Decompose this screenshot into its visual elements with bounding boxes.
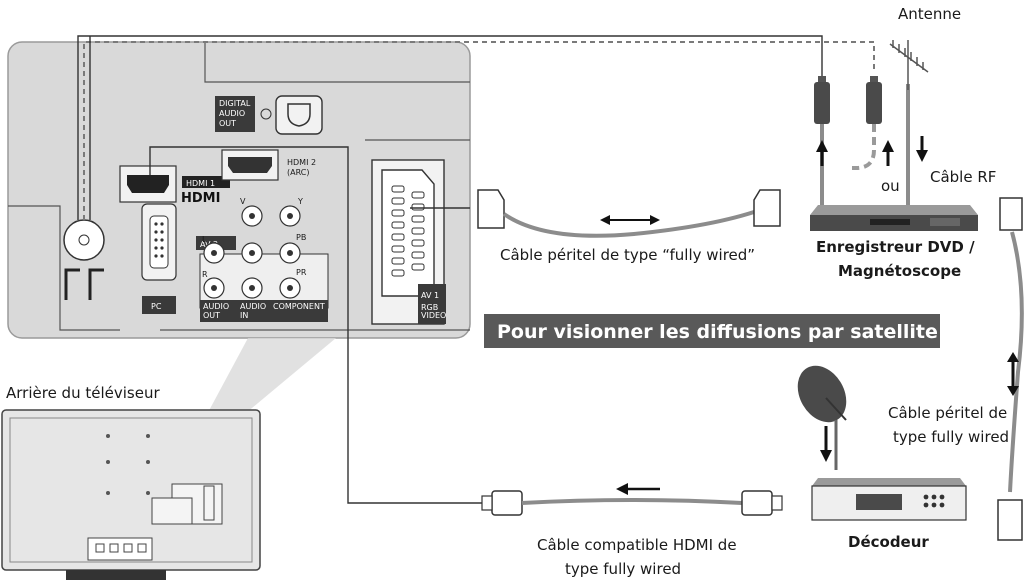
hdmi-logo: HDMI [181,191,220,206]
svg-text:AUDIO: AUDIO [219,109,245,118]
scart-cable-right-label-2: type fully wired [893,428,1009,446]
antenna-socket [63,219,105,261]
satellite-banner-text: Pour visionner les diffusions par satell… [497,321,938,343]
svg-text:VIDEO: VIDEO [421,311,446,320]
svg-text:R: R [202,270,208,279]
tv-rear-label: Arrière du téléviseur [6,384,160,402]
antenna-label: Antenne [898,5,961,23]
hdmi-cable-bottom [481,483,783,516]
svg-text:Y: Y [297,197,303,206]
satellite-banner [484,314,940,348]
svg-text:L: L [202,235,207,244]
digital-audio-label: DIGITAL [219,99,251,108]
rear-panel-zoom: DIGITAL AUDIO OUT HDMI 1 HDMI HDMI 2 (AR… [7,41,471,339]
dvd-recorder-label-2: Magnétoscope [838,262,961,280]
svg-text:(ARC): (ARC) [287,168,309,177]
or-label: ou [881,177,900,195]
svg-text:IN: IN [240,311,248,320]
antenna-icon [889,40,929,90]
antenna-cable-dashed [83,41,875,220]
tv-rear-icon [1,409,261,580]
audio-out-label: AUDIO [203,302,229,311]
scart-cable-top-label: Câble péritel de type “fully wired” [500,246,755,264]
svg-text:OUT: OUT [219,119,236,128]
component-label: COMPONENT [273,302,325,311]
dvd-recorder-label-1: Enregistreur DVD / [816,238,975,256]
hdmi1-label: HDMI 1 [186,179,215,188]
digital-audio-out-label-box [215,96,255,132]
hdmi-cable-path [149,146,492,504]
scart-cable-right-label-1: Câble péritel de [888,404,1007,422]
decoder-label: Décodeur [848,533,929,551]
rf-cable-solid [77,35,823,220]
hdmi-cable-label-1: Câble compatible HDMI de [537,536,737,554]
scart-cable-top [410,189,781,238]
dvd-recorder-icon [810,205,978,231]
svg-text:OUT: OUT [203,311,220,320]
scart-cable-right [997,197,1024,541]
audio-in-label: AUDIO [240,302,266,311]
hdmi2-label: HDMI 2 [287,158,316,167]
rf-arrows [816,136,928,166]
hdmi-cable-label-2: type fully wired [565,560,681,578]
decoder-icon [811,478,967,521]
satellite-dish-icon [797,365,847,470]
svg-text:V: V [240,197,246,206]
rf-cable-label: Câble RF [930,168,996,186]
rf-plug-2 [866,76,882,124]
svg-text:PR: PR [296,268,307,277]
optical-port [275,95,323,135]
svg-text:PB: PB [296,233,306,242]
pc-label: PC [151,302,162,311]
av1-label: AV 1 [421,291,439,300]
svg-text:RGB: RGB [421,303,438,312]
